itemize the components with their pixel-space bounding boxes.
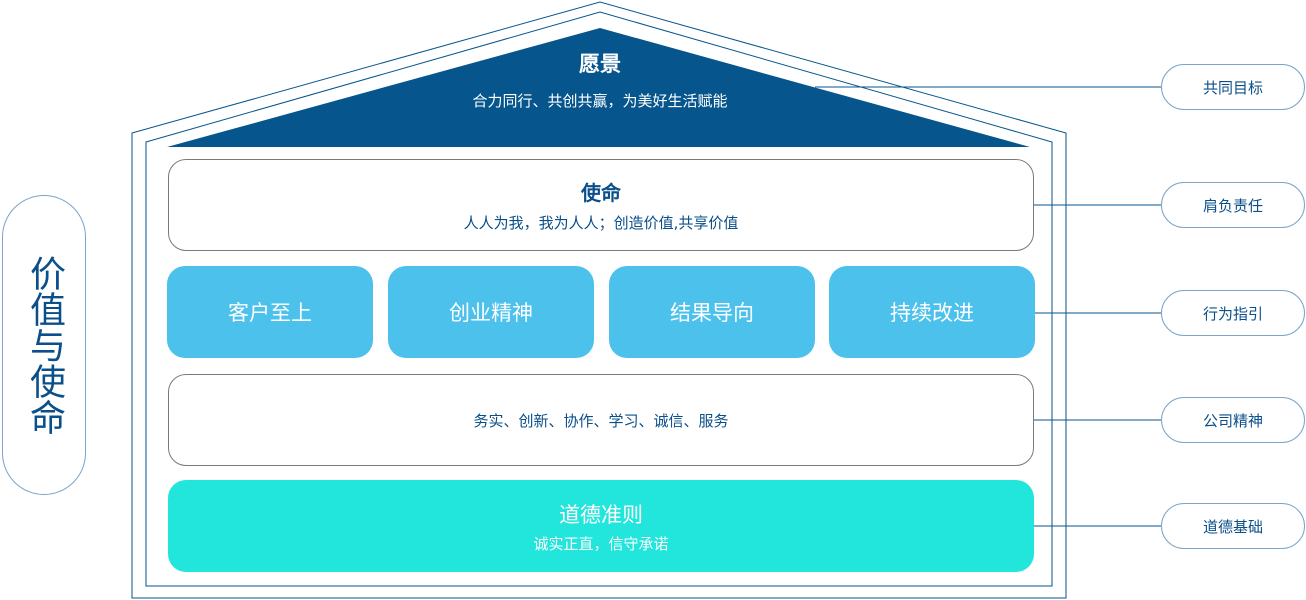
value-box: 持续改进: [829, 266, 1035, 358]
spirit-text: 务实、创新、协作、学习、诚信、服务: [473, 411, 729, 430]
vision-text: 合力同行、共创共赢，为美好生活赋能: [472, 92, 728, 110]
tag-common-goal: 共同目标: [1161, 64, 1305, 110]
value-box: 创业精神: [388, 266, 594, 358]
ethics-title: 道德准则: [559, 502, 643, 527]
tag-behavior-guide: 行为指引: [1161, 290, 1305, 336]
mission-title: 使命: [581, 181, 621, 205]
spirit-box: 务实、创新、协作、学习、诚信、服务: [168, 374, 1034, 466]
tag-responsibility: 肩负责任: [1161, 182, 1305, 228]
side-label-value-mission: 价值与使命: [2, 195, 86, 495]
mission-box: 使命 人人为我，我为人人；创造价值,共享价值: [168, 159, 1034, 251]
value-box: 结果导向: [609, 266, 815, 358]
value-box: 客户至上: [167, 266, 373, 358]
tag-company-spirit: 公司精神: [1161, 397, 1305, 443]
vision: 愿景 合力同行、共创共赢，为美好生活赋能: [400, 48, 800, 111]
ethics-box: 道德准则 诚实正直，信守承诺: [168, 480, 1034, 572]
mission-text: 人人为我，我为人人；创造价值,共享价值: [463, 214, 739, 232]
vision-roof: [167, 28, 1030, 147]
tag-ethical-foundation: 道德基础: [1161, 503, 1305, 549]
ethics-text: 诚实正直，信守承诺: [533, 534, 669, 553]
vision-title: 愿景: [579, 52, 621, 76]
